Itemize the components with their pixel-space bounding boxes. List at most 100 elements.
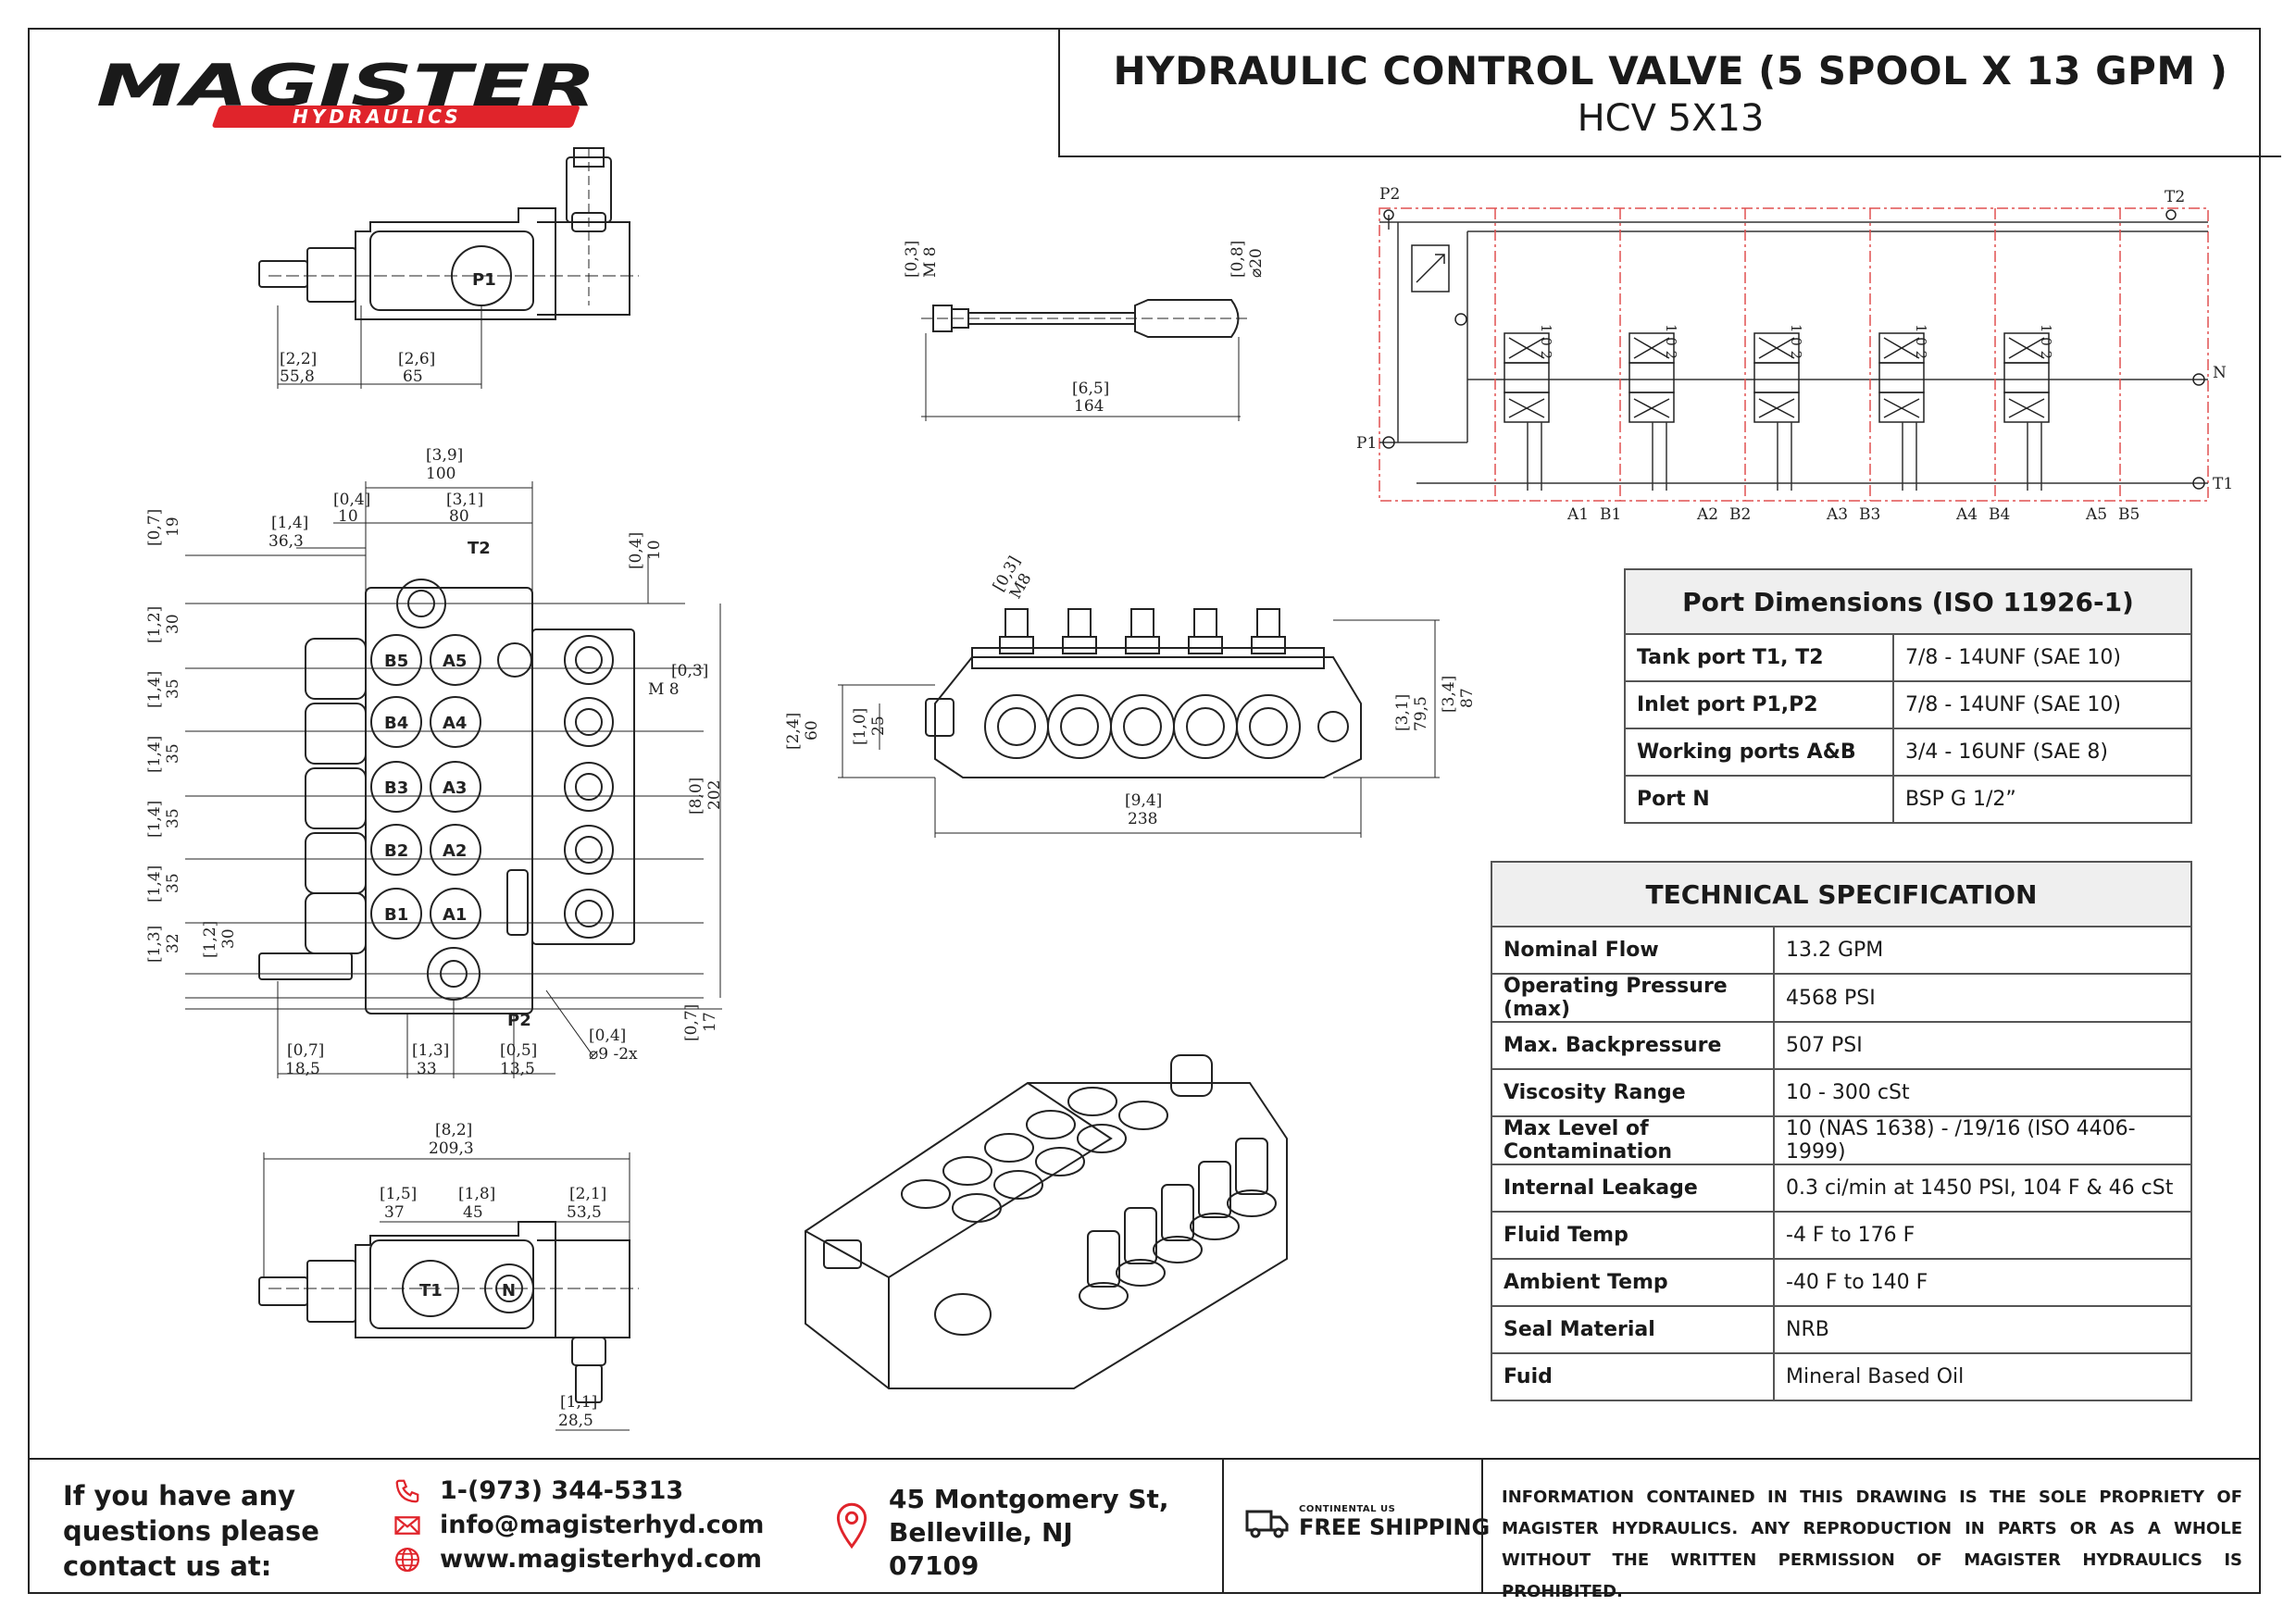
dim: [3,9] [426,446,463,465]
dim: [1,4] [145,736,164,773]
dim: [0,8] [1229,241,1247,278]
free-shipping-badge: CONTINENTAL US FREE SHIPPING [1245,1504,1490,1540]
dim: [0,7] [287,1041,324,1060]
contact-question: If you have any questions please contact… [63,1480,319,1582]
schematic-port: A5 [2085,505,2107,524]
port-label: B2 [384,841,408,861]
dim: [0,5] [500,1041,537,1060]
phone-number[interactable]: 1-(973) 344-5313 [440,1476,684,1505]
dim: 202 [705,780,724,810]
dim: [1,1] [560,1393,597,1412]
port-label: P1 [472,270,496,290]
dim: [1,3] [145,926,164,963]
port-label: B5 [384,652,408,671]
port-label: A2 [443,841,467,861]
dim: 37 [384,1203,405,1222]
dim: [0,4] [627,532,645,569]
dim: [1,3] [412,1041,449,1060]
dim: 45 [463,1203,483,1222]
model-number: HCV 5X13 [1577,97,1765,140]
schematic-port: B5 [2118,505,2140,524]
dim: 238 [1128,810,1157,828]
port-label: A4 [443,714,467,733]
dim: 32 [164,933,182,953]
dim: 19 [164,517,182,537]
dim: [3,4] [1440,676,1458,713]
dim: [1,0] [851,708,869,745]
dim: [2,6] [398,350,435,368]
dim: [1,4] [145,801,164,838]
bottom-view: T1 N [8,2] 209,3 [1,5] 37 [1,8] 45 [2,1]… [258,1121,639,1431]
schematic-port: B1 [1600,505,1621,524]
web-contact[interactable]: www.magisterhyd.com [393,1545,762,1574]
port-label: A1 [443,905,467,925]
spool-mark: 1 0 2 [2038,324,2054,359]
dim: [0,7] [682,1004,701,1041]
spool-mark: 1 0 2 [1913,324,1929,359]
port-label: B1 [384,905,408,925]
schematic-port: P1 [1356,434,1377,453]
email-address[interactable]: info@magisterhyd.com [440,1511,765,1539]
page-title: HYDRAULIC CONTROL VALVE (5 SPOOL X 13 GP… [1113,48,2228,93]
dim: 36,3 [268,532,304,551]
lever-view: [6,5] 164 [0,3] M 8 [0,8] ⌀20 [903,241,1266,421]
dim: 33 [417,1060,437,1078]
phone-icon [395,1479,419,1502]
port-table-title: Port Dimensions (ISO 11926-1) [1624,568,2192,635]
phone-contact[interactable]: 1-(973) 344-5313 [393,1476,683,1505]
location-icon [836,1502,867,1550]
port-label: P2 [507,1011,531,1030]
dim: 53,5 [567,1203,602,1222]
top-view: P1 [2,2] 55,8 [2,6] 65 [258,147,639,389]
dim: [1,4] [145,671,164,708]
port-label: T1 [419,1281,443,1301]
dim: 79,5 [1412,696,1430,731]
title-block: HYDRAULIC CONTROL VALVE (5 SPOOL X 13 GP… [1058,28,2281,157]
dim: 10 [645,540,664,560]
dim: ⌀20 [1247,248,1266,278]
side-view: [9,4] 238 [0,3] M8 [2,4] 60 [1,0] 25 [3,… [784,554,1477,838]
dim: 13,5 [500,1060,535,1078]
spool-mark: 1 0 2 [1538,324,1554,359]
hydraulic-schematic: 1 0 2 1 0 2 1 0 2 1 0 2 1 0 2 P2 T2 N P1… [1356,185,2233,524]
magister-logo: MAGISTER HYDRAULICS [96,57,596,128]
dim: 30 [219,928,238,949]
dim: M 8 [648,680,680,699]
dim: [2,4] [784,713,803,750]
website-url[interactable]: www.magisterhyd.com [440,1545,762,1574]
port-label: T2 [468,539,491,558]
email-contact[interactable]: info@magisterhyd.com [393,1511,764,1539]
email-icon [394,1515,420,1535]
table-row: Operating Pressure (max)4568 PSI [1491,973,2192,1023]
dim: [9,4] [1125,791,1162,810]
dim: [1,4] [271,514,308,532]
dim: [0,7] [145,509,164,546]
port-label: N [502,1281,516,1301]
isometric-view [805,1054,1288,1389]
port-label: B3 [384,778,408,798]
dim: 209,3 [429,1139,474,1158]
dim: 55,8 [280,367,315,386]
dim: ⌀9 -2x [589,1045,638,1064]
dim: [1,2] [201,921,219,958]
dim: 17 [701,1012,719,1032]
globe-icon [395,1547,419,1572]
dim: [6,5] [1072,380,1109,398]
schematic-port: A1 [1566,505,1589,524]
dim: 30 [164,614,182,634]
drawing-sheet [28,28,2261,1594]
dim: 100 [426,465,455,483]
dim: 87 [1458,688,1477,708]
dim: [1,5] [380,1185,417,1203]
schematic-port: A3 [1826,505,1848,524]
brand-sub: HYDRAULICS [293,106,462,128]
spool-mark: 1 0 2 [1663,324,1679,359]
